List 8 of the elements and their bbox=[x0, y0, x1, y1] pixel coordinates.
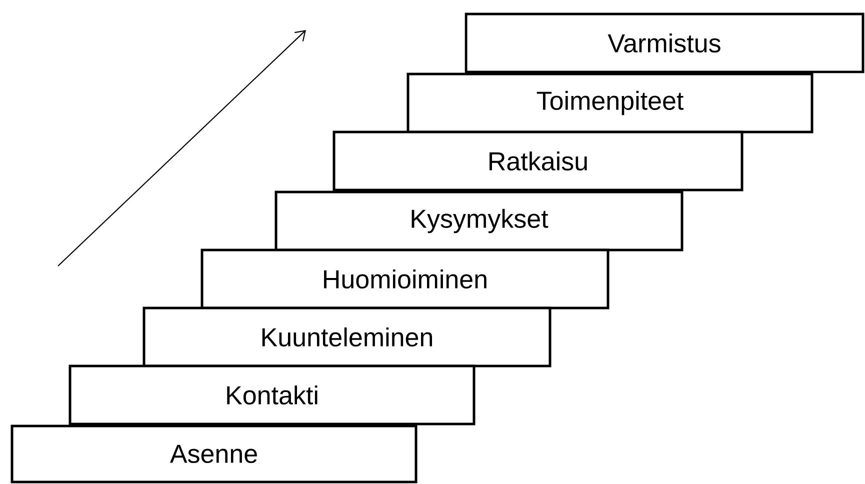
step-box: Ratkaisu bbox=[332, 130, 744, 192]
step-box: Asenne bbox=[10, 424, 418, 484]
step-box: Huomioiminen bbox=[200, 248, 610, 310]
step-box: Kysymykset bbox=[274, 190, 684, 252]
step-box: Kontakti bbox=[68, 364, 476, 426]
step-box: Kuunteleminen bbox=[142, 306, 552, 368]
step-box: Varmistus bbox=[464, 12, 864, 74]
step-box: Toimenpiteet bbox=[406, 72, 814, 134]
